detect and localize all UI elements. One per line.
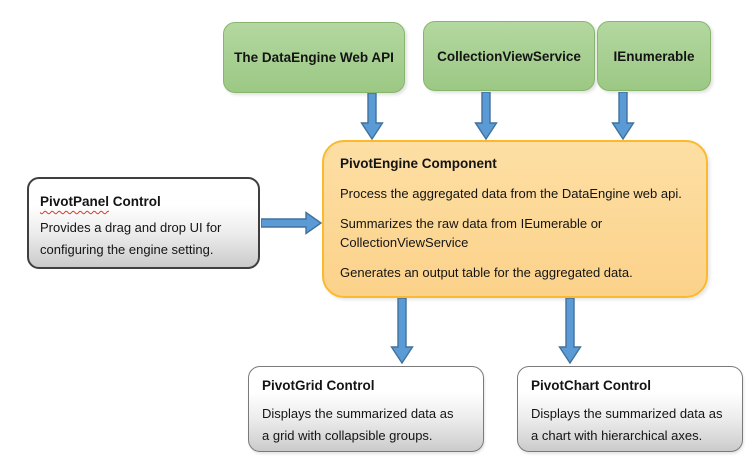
pivotpanel-title-suffix: Control [112,194,161,209]
node-pivotchart: PivotChart Control Displays the summariz… [517,366,743,452]
node-dataengine-label: The DataEngine Web API [234,50,394,65]
pivotengine-paragraph-3: Generates an output table for the aggreg… [340,265,633,280]
pivotpanel-body-line-1: Provides a drag and drop UI for [40,220,222,235]
pivotpanel-body-line-2: configuring the engine setting. [40,242,214,257]
pivotchart-body-line-1: Displays the summarized data as [531,406,723,421]
pivotgrid-title: PivotGrid Control [262,378,375,393]
node-ienumerable: IEnumerable [597,21,711,91]
arrow-pivotengine-to-pivotgrid-icon [390,298,414,364]
pivotchart-title: PivotChart Control [531,378,651,393]
pivotgrid-body-line-2: a grid with collapsible groups. [262,428,433,443]
node-collectionviewservice-label: CollectionViewService [437,48,581,64]
pivotengine-paragraph-1: Process the aggregated data from the Dat… [340,186,682,201]
node-ienumerable-label: IEnumerable [613,48,695,64]
pivotengine-title: PivotEngine Component [340,156,497,171]
arrow-dataengine-to-pivotengine-icon [360,93,384,140]
arrow-ienumerable-to-pivotengine-icon [611,92,635,140]
node-pivotpanel: PivotPanel Control Provides a drag and d… [27,177,260,269]
node-dataengine-web-api: The DataEngine Web API [223,22,405,93]
node-pivotgrid: PivotGrid Control Displays the summarize… [248,366,484,452]
node-pivotengine: PivotEngine Component Process the aggreg… [322,140,708,298]
arrow-pivotengine-to-pivotchart-icon [558,298,582,364]
arrow-pivotpanel-to-pivotengine-icon [261,211,323,235]
arrow-collectionview-to-pivotengine-icon [474,92,498,140]
pivotengine-paragraph-2-line-2: CollectionViewService [340,235,469,250]
node-collectionviewservice: CollectionViewService [423,21,595,91]
pivotgrid-body-line-1: Displays the summarized data as [262,406,454,421]
pivotpanel-title: PivotPanel Control [40,191,246,212]
pivotchart-body-line-2: a chart with hierarchical axes. [531,428,703,443]
pivotengine-paragraph-2-line-1: Summarizes the raw data from IEumerable … [340,216,603,231]
pivotpanel-title-word: PivotPanel [40,194,110,209]
